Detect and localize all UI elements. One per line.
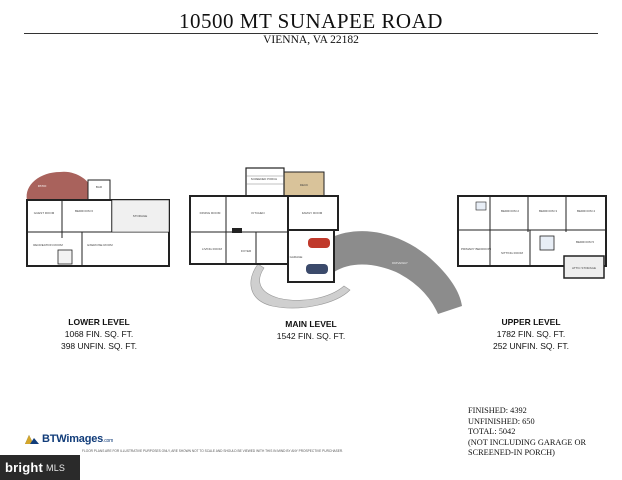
svg-text:BEDROOM 2: BEDROOM 2 [501,209,519,213]
car-blue [306,264,328,274]
svg-text:BEDROOM 3: BEDROOM 3 [539,209,557,213]
svg-text:GUEST ROOM: GUEST ROOM [34,211,55,215]
svg-text:PRIMARY BEDROOM: PRIMARY BEDROOM [461,247,491,251]
svg-text:FOYER: FOYER [241,249,252,253]
total-note-line2: SCREENED-IN PORCH) [468,448,555,457]
address-subtitle: VIENNA, VA 22182 [263,34,359,46]
floor-plan-disclaimer: FLOOR PLANS ARE FOR ILLUSTRATIVE PURPOSE… [82,449,344,453]
title-divider [24,33,598,34]
bright-mls-watermark: bright MLS [0,455,80,480]
svg-text:BEDROOM 6: BEDROOM 6 [75,209,93,213]
lower-level-unfinished: 398 UNFIN. SQ. FT. [60,341,138,351]
btw-images-logo: BTWimages.com [24,432,113,446]
svg-text:BAR: BAR [96,185,103,189]
svg-text:BEDROOM 5: BEDROOM 5 [576,240,594,244]
deck [283,171,325,197]
main-level-summary: MAIN LEVEL 1542 FIN. SQ. FT. [256,318,366,342]
svg-text:FAMILY ROOM: FAMILY ROOM [302,211,323,215]
brand-name: BTWimages.com [42,433,114,445]
svg-text:LIVING ROOM: LIVING ROOM [202,247,223,251]
walkway [250,263,351,309]
btw-logo-icon [24,432,40,446]
svg-text:EXERCISE ROOM: EXERCISE ROOM [87,243,113,247]
main-level-label: MAIN LEVEL [285,319,337,329]
svg-text:DRIVEWAY: DRIVEWAY [392,261,408,265]
svg-text:PATIO: PATIO [38,184,47,188]
upper-level-summary: UPPER LEVEL 1782 FIN. SQ. FT. 252 UNFIN.… [476,316,586,352]
upper-level-unfinished: 252 UNFIN. SQ. FT. [492,341,570,351]
upper-level-label: UPPER LEVEL [501,317,561,327]
svg-text:DECK: DECK [300,183,308,187]
car-red [308,238,330,248]
svg-text:RECREATION ROOM: RECREATION ROOM [33,243,63,247]
svg-text:KITCHEN: KITCHEN [251,211,264,215]
svg-text:SCREENED PORCH: SCREENED PORCH [251,177,277,181]
svg-text:SITTING ROOM: SITTING ROOM [501,251,524,255]
main-level-finished: 1542 FIN. SQ. FT. [276,331,346,341]
page-title: 10500 MT SUNAPEE ROAD [179,9,443,33]
lower-level-plan: STORAGE GUEST ROOM BEDROOM 6 RECREATION … [26,171,170,267]
total-unfinished: UNFINISHED: 650 [468,416,535,426]
watermark-text: bright [5,460,44,475]
watermark-sub: MLS [46,462,66,473]
total-finished: FINISHED: 4392 [468,406,527,415]
svg-text:GARAGE: GARAGE [290,255,303,259]
upper-level-plan: PRIMARY BEDROOM BEDROOM 2 BEDROOM 3 BEDR… [457,195,607,279]
lower-level-patio [26,171,93,200]
driveway [330,231,462,314]
svg-text:BEDROOM 4: BEDROOM 4 [577,209,595,213]
lower-level-label: LOWER LEVEL [68,317,130,327]
lower-level-summary: LOWER LEVEL 1068 FIN. SQ. FT. 398 UNFIN.… [44,316,154,352]
square-footage-totals: FINISHED: 4392 UNFINISHED: 650 TOTAL: 50… [468,406,586,459]
total-note-line1: (NOT INCLUDING GARAGE OR [468,437,587,447]
total-all: TOTAL: 5042 [468,427,516,436]
svg-text:DINING ROOM: DINING ROOM [200,211,221,215]
svg-text:ATTIC STORAGE: ATTIC STORAGE [572,266,596,270]
main-level-plan: DINING ROOM LIVING ROOM KITCHEN FAMILY R… [189,167,462,314]
lower-level-finished: 1068 FIN. SQ. FT. [64,329,134,339]
svg-text:STORAGE: STORAGE [133,214,148,218]
upper-level-finished: 1782 FIN. SQ. FT. [496,329,566,339]
